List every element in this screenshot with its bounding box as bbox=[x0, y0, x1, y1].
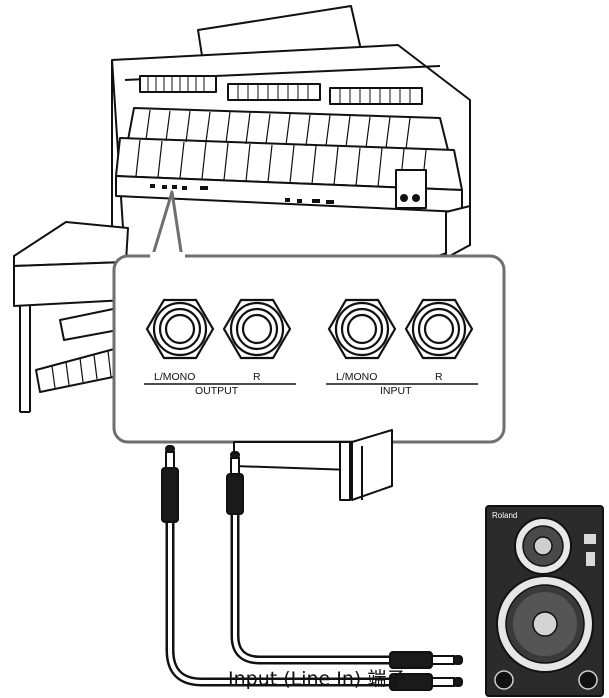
audio-cables bbox=[165, 505, 397, 687]
output-left-label: L/MONO bbox=[154, 371, 195, 383]
organ-illustration bbox=[111, 5, 471, 259]
input-group-label: INPUT bbox=[380, 385, 412, 397]
cable-right bbox=[230, 505, 397, 665]
input-right-label: R bbox=[435, 371, 443, 383]
input-left-label: L/MONO bbox=[336, 371, 377, 383]
bench-illustration bbox=[13, 221, 129, 413]
caption-input-line-in: Input (Line In) 端子 bbox=[228, 668, 406, 690]
output-group-label: OUTPUT bbox=[195, 385, 239, 397]
output-right-jack bbox=[222, 298, 292, 360]
organ-lower-body bbox=[233, 429, 393, 501]
output-right-label: R bbox=[253, 371, 261, 383]
plug-right bbox=[226, 451, 244, 515]
input-right-jack bbox=[404, 298, 474, 360]
speaker-plug-lower bbox=[389, 673, 463, 691]
output-left-jack bbox=[145, 298, 215, 360]
speaker-illustration: Roland bbox=[485, 505, 604, 697]
speaker-brand-label: Roland bbox=[492, 511, 517, 520]
input-left-jack bbox=[327, 298, 397, 360]
plug-left bbox=[161, 445, 179, 523]
speaker-plug-upper bbox=[389, 651, 463, 669]
jack-panel-callout: L/MONO R OUTPUT L/MONO R INPUT bbox=[112, 190, 506, 444]
